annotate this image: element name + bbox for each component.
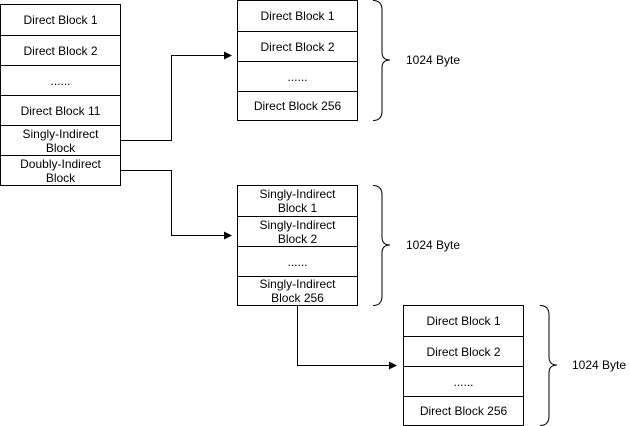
inode-row-direct-11: Direct Block 11 xyxy=(1,95,120,125)
singly-256-arrow xyxy=(297,305,397,370)
singly-block-size-label: 1024 Byte xyxy=(406,53,461,67)
leaf-direct-block: Direct Block 1 Direct Block 2 ...... Dir… xyxy=(403,305,524,426)
doubly-row-singly-1: Singly-Indirect Block 1 xyxy=(259,187,336,215)
doubly-indirect-block: Singly-Indirect Block 1 Singly-Indirect … xyxy=(237,185,358,306)
doubly-indirect-arrow xyxy=(120,170,232,240)
leaf-row-direct-1: Direct Block 1 xyxy=(426,314,501,328)
doubly-block-size-label: 1024 Byte xyxy=(406,238,461,252)
inode-row-direct-2: Direct Block 2 xyxy=(1,35,120,65)
doubly-row-singly-256: Singly-Indirect Block 256 xyxy=(238,276,357,305)
singly-row-direct-2: Direct Block 2 xyxy=(238,31,357,61)
singly-block-brace xyxy=(372,0,391,121)
singly-indirect-block: Direct Block 1 Direct Block 2 ...... Dir… xyxy=(237,0,358,121)
leaf-block-brace xyxy=(539,305,558,426)
leaf-block-size-label: 1024 Byte xyxy=(572,358,627,372)
inode-block-table: Direct Block 1 Direct Block 2 ...... Dir… xyxy=(0,4,121,186)
singly-row-ellipsis: ...... xyxy=(238,61,357,91)
singly-indirect-arrow xyxy=(120,51,232,141)
doubly-block-brace xyxy=(372,185,391,306)
leaf-row-direct-256: Direct Block 256 xyxy=(404,396,523,425)
leaf-row-direct-2: Direct Block 2 xyxy=(404,336,523,366)
singly-row-direct-1: Direct Block 1 xyxy=(260,9,335,23)
inode-row-ellipsis: ...... xyxy=(1,65,120,95)
singly-row-direct-256: Direct Block 256 xyxy=(238,91,357,120)
inode-row-doubly-indirect: Doubly-Indirect Block xyxy=(1,155,120,185)
doubly-row-singly-2: Singly-Indirect Block 2 xyxy=(238,216,357,246)
leaf-row-ellipsis: ...... xyxy=(404,366,523,396)
inode-row-singly-indirect: Singly-Indirect Block xyxy=(1,125,120,155)
inode-row-direct-1: Direct Block 1 xyxy=(23,13,98,27)
doubly-row-ellipsis: ...... xyxy=(238,246,357,276)
